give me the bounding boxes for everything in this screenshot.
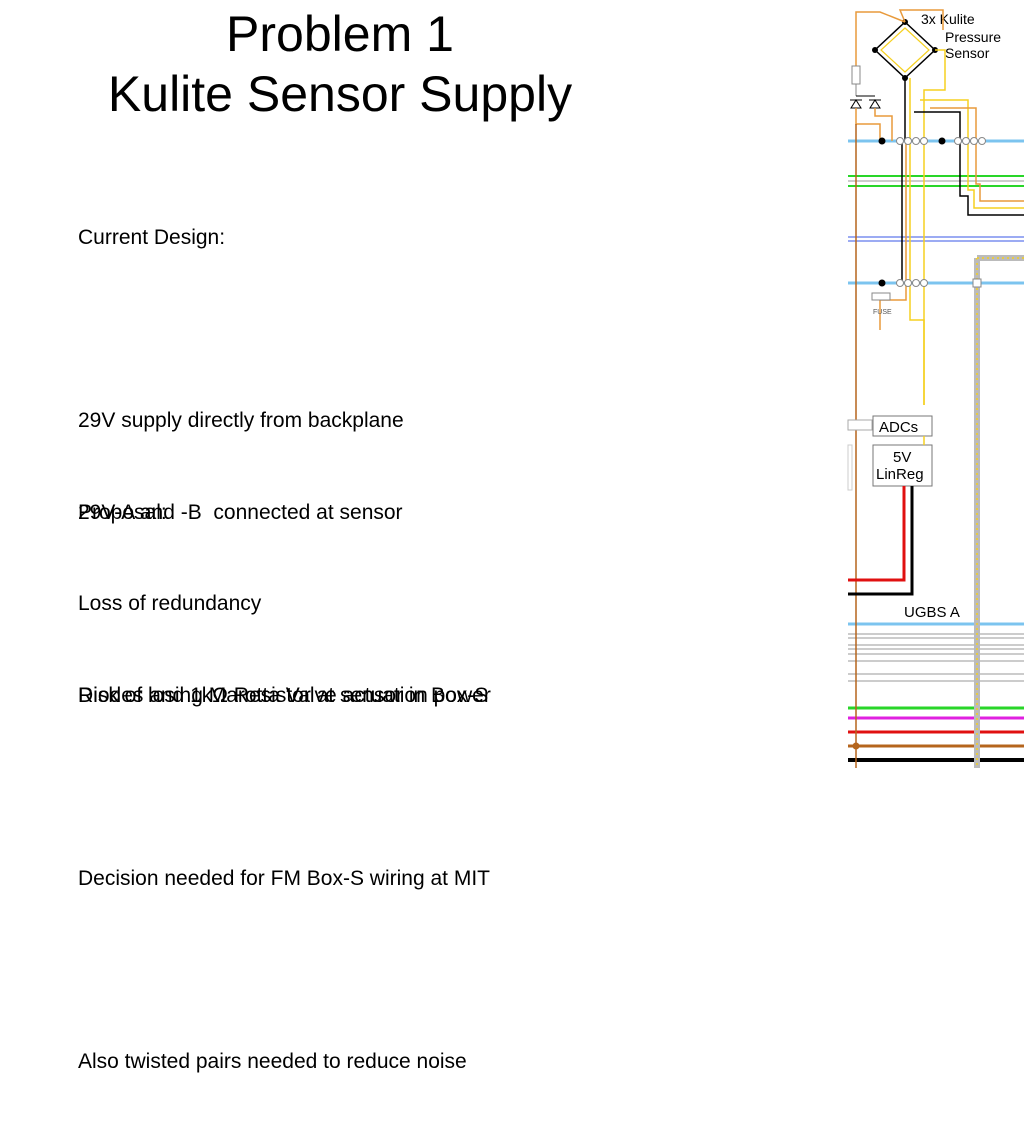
sensor-label-3: Sensor <box>945 45 990 61</box>
current-design-item: Risk of losing Marotta Valve actuation p… <box>78 683 491 707</box>
sensor-label-2: Pressure <box>945 29 1001 45</box>
current-design-item: 29V-A and -B connected at sensor <box>78 500 403 524</box>
sensor-label-1: 3x Kulite <box>921 11 975 27</box>
adcs-label: ADCs <box>879 419 918 436</box>
resistor-icon <box>851 65 861 85</box>
proposal-item-decision: Decision needed for FM Box-S wiring at M… <box>78 867 490 890</box>
linreg-label-1: 5V <box>893 449 911 466</box>
proposal-heading: Proposal: <box>78 501 167 524</box>
title-line-2: Kulite Sensor Supply <box>107 66 573 122</box>
bus-label: UGBS A <box>904 604 960 621</box>
proposal-item-resistor: Diodes and 1kΩ Resistor at sensor in Box… <box>78 684 489 707</box>
slide-title: Problem 1 Kulite Sensor Supply <box>0 4 680 124</box>
proposal-block: Proposal: Diodes and 1kΩ Resistor at sen… <box>78 437 490 1139</box>
current-design-item: Loss of redundancy <box>78 592 262 615</box>
title-line-1: Problem 1 <box>226 6 454 62</box>
diode-icon <box>850 99 881 109</box>
ohm-symbol: Ω <box>212 684 228 707</box>
linreg-label-2: LinReg <box>876 466 924 483</box>
linreg-box <box>872 444 933 487</box>
fuse-icon <box>871 292 891 301</box>
fuse-label: FUSE <box>873 309 892 316</box>
kulite-sensor-bridge <box>872 19 938 81</box>
current-design-block: Current Design: 29V supply directly from… <box>78 162 491 772</box>
wiring-diagram: 3x Kulite Pressure Sensor <box>847 9 1024 768</box>
current-design-heading: Current Design: <box>78 226 226 249</box>
connector-row-lower <box>878 278 982 288</box>
current-design-item: 29V supply directly from backplane <box>78 409 404 432</box>
connector-row-upper <box>878 137 986 145</box>
adcs-box <box>872 415 933 437</box>
proposal-item-twisted-pairs: Also twisted pairs needed to reduce nois… <box>78 1050 467 1073</box>
bus-lines <box>848 139 1024 762</box>
